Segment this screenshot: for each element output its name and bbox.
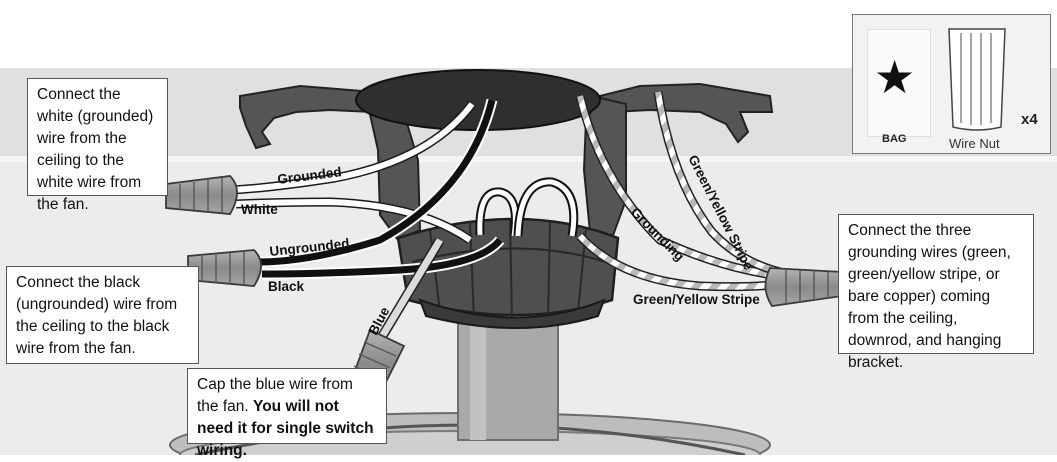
black-wire <box>257 98 505 280</box>
wire-nut-icon <box>948 28 1006 131</box>
callout-white-wire: Connect the white (grounded) wire from t… <box>27 78 168 213</box>
hardware-parts-box: ★ BAG Wire Nut x4 <box>852 14 1051 154</box>
wire-nut-label: Wire Nut <box>949 136 1000 151</box>
wire-nut-ground <box>764 267 843 307</box>
callout-blue-wire-text: Cap the blue wire from the fan. <box>197 376 353 415</box>
ceiling-outlet-box <box>355 69 601 131</box>
label-white: White <box>241 202 278 217</box>
white-wire <box>231 101 476 244</box>
wire-loops <box>475 177 579 237</box>
bag-label: BAG <box>882 133 907 145</box>
label-green-yellow-stripe-lower: Green/Yellow Stripe <box>633 292 760 307</box>
callout-grounding-wires: Connect the three grounding wires (green… <box>838 214 1034 371</box>
bag-illustration: ★ <box>867 29 931 137</box>
grounding-wires <box>575 91 783 292</box>
quantity-label: x4 <box>1021 111 1038 128</box>
callout-blue-wire: Cap the blue wire from the fan. You will… <box>187 368 387 459</box>
wire-nut-white <box>165 175 238 215</box>
callout-black-wire: Connect the black (ungrounded) wire from… <box>6 266 199 364</box>
label-black: Black <box>268 279 305 294</box>
blue-wire <box>375 237 445 343</box>
star-icon: ★ <box>874 50 916 104</box>
wire-nut-black <box>187 249 262 287</box>
callout-blue-wire-bold-text: You will not need it for single switch w… <box>197 398 374 459</box>
